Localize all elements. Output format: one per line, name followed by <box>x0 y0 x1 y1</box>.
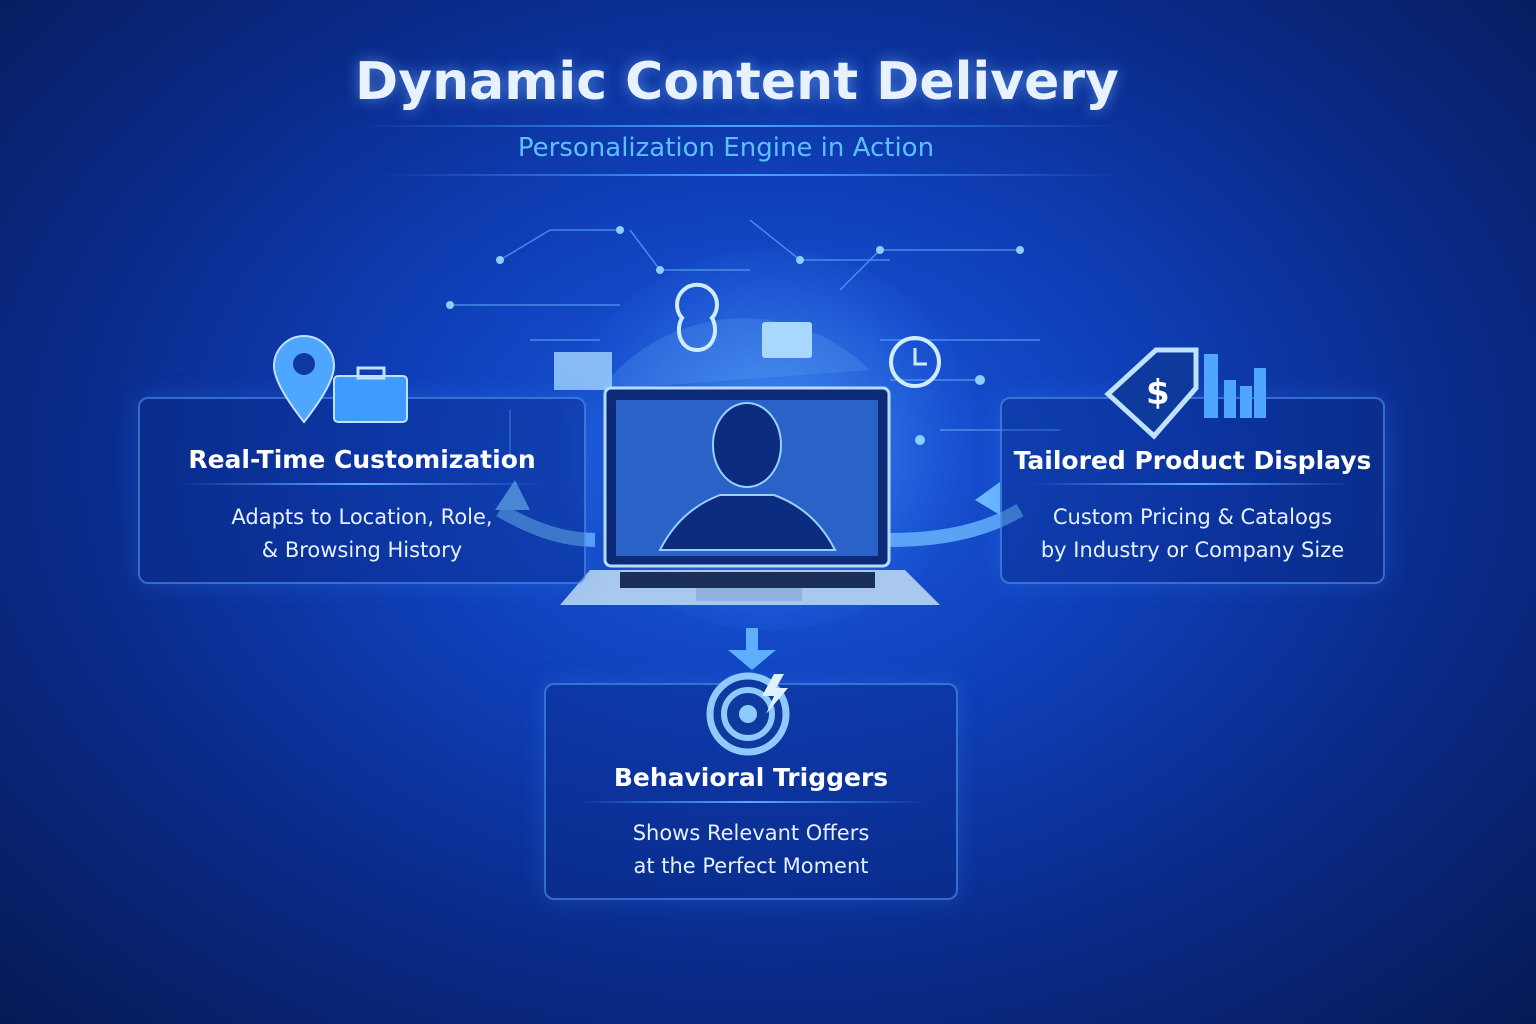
arrow-left-head <box>495 480 530 510</box>
map-pin-icon <box>272 335 336 424</box>
briefcase-icon <box>333 375 408 423</box>
card-title: Tailored Product Displays <box>1013 446 1372 475</box>
card-title: Behavioral Triggers <box>613 763 889 792</box>
laptop-icon <box>560 386 940 605</box>
page-title: Dynamic Content Delivery <box>355 52 1119 112</box>
document-icon <box>554 352 612 390</box>
price-chart-icon: $ <box>1104 347 1266 440</box>
dollar-sign: $ <box>1146 373 1170 413</box>
arrow-right-head <box>975 482 1000 515</box>
location-briefcase-icon <box>272 335 408 424</box>
desc-line: by Industry or Company Size <box>1040 538 1345 562</box>
card-description: Shows Relevant Offers at the Perfect Mome… <box>546 817 956 883</box>
briefcase-small-icon <box>762 322 812 358</box>
desc-line: Shows Relevant Offers <box>632 821 870 845</box>
card-description: Adapts to Location, Role, & Browsing Hist… <box>140 501 584 567</box>
page-subtitle: Personalization Engine in Action <box>517 133 935 163</box>
desc-line: Custom Pricing & Catalogs <box>1052 505 1333 529</box>
desc-line: Adapts to Location, Role, <box>231 505 493 529</box>
card-divider <box>1032 483 1353 485</box>
desc-line: at the Perfect Moment <box>633 854 869 878</box>
card-divider <box>576 801 926 803</box>
clock-icon <box>889 336 941 388</box>
desc-line: & Browsing History <box>261 538 463 562</box>
card-divider <box>180 483 544 485</box>
laptop-network-illustration <box>446 219 1060 605</box>
network-nodes <box>446 226 1024 445</box>
card-description: Custom Pricing & Catalogs by Industry or … <box>1002 501 1383 567</box>
title-divider <box>360 125 1120 127</box>
card-tailored-product-displays: Tailored Product Displays Custom Pricing… <box>1000 397 1385 584</box>
target-icon <box>706 672 790 756</box>
subtitle-divider <box>380 174 1120 176</box>
bar-chart-icon <box>1204 354 1266 418</box>
map-pin-icon <box>675 282 719 353</box>
arrow-down-icon <box>728 628 776 670</box>
card-title: Real-Time Customization <box>188 445 536 474</box>
card-real-time-customization: Real-Time Customization Adapts to Locati… <box>138 397 586 584</box>
lightning-icon <box>762 674 788 714</box>
price-tag-icon <box>1104 347 1199 440</box>
arrow-right-curve <box>889 503 1024 547</box>
dome-shape <box>600 318 870 390</box>
